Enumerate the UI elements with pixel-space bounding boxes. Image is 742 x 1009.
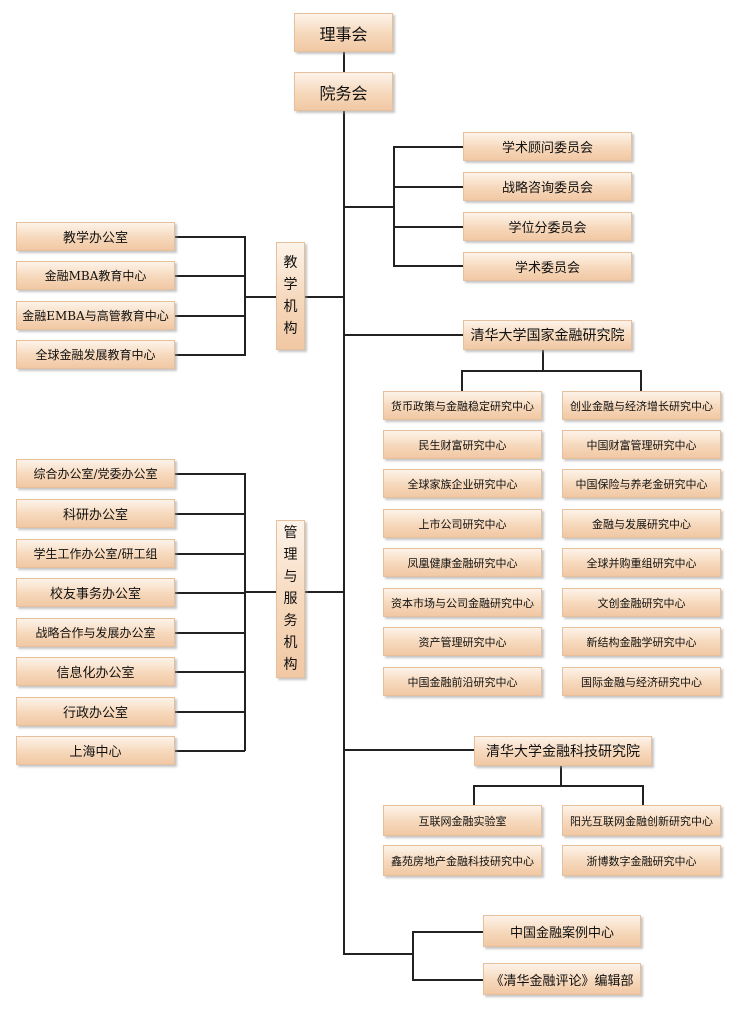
connector-line xyxy=(175,632,245,634)
nifr-center-box: 国际金融与经济研究中心 xyxy=(562,667,721,696)
connector-line xyxy=(343,749,474,751)
connector-line xyxy=(244,473,246,751)
connector-line xyxy=(175,513,245,515)
connector-line xyxy=(393,265,463,267)
teaching-item-box: 全球金融发展教育中心 xyxy=(16,340,175,369)
connector-line xyxy=(175,236,245,238)
trunk-line xyxy=(343,110,345,954)
nifr-center-box: 凤凰健康金融研究中心 xyxy=(383,548,542,577)
connector-line xyxy=(393,226,463,228)
connector-line xyxy=(175,553,245,555)
connector-line xyxy=(244,236,246,356)
management-label-box: 管理与服务机构 xyxy=(276,520,305,678)
connector-line xyxy=(175,750,245,752)
connector-line xyxy=(175,592,245,594)
connector-line xyxy=(412,931,414,981)
connector-line xyxy=(473,785,475,805)
nifr-center-box: 中国金融前沿研究中心 xyxy=(383,667,542,696)
connector-line xyxy=(393,146,463,148)
management-item-box: 行政办公室 xyxy=(16,697,175,726)
nifr-center-box: 新结构金融学研究中心 xyxy=(562,627,721,656)
teaching-item-box: 教学办公室 xyxy=(16,222,175,251)
nifr-center-box: 金融与发展研究中心 xyxy=(562,509,721,538)
connector-line xyxy=(305,296,345,298)
connector-line xyxy=(244,296,276,298)
connector-line xyxy=(640,370,642,391)
connector-line xyxy=(175,354,245,356)
connector-line xyxy=(560,766,562,786)
management-item-box: 战略合作与发展办公室 xyxy=(16,618,175,647)
connector-line xyxy=(642,785,644,805)
nifr-center-box: 创业金融与经济增长研究中心 xyxy=(562,391,721,420)
connector-line xyxy=(343,206,394,208)
connector-line xyxy=(393,146,395,267)
connector-line xyxy=(542,350,544,371)
connector-line xyxy=(343,52,345,72)
connector-line xyxy=(343,334,463,336)
management-item-box: 上海中心 xyxy=(16,736,175,765)
connector-line xyxy=(412,931,483,933)
committee-box: 战略咨询委员会 xyxy=(463,172,632,201)
case-center-box: 中国金融案例中心 xyxy=(483,915,641,947)
connector-line xyxy=(461,370,463,391)
nifr-center-box: 文创金融研究中心 xyxy=(562,588,721,617)
nifr-center-box: 民生财富研究中心 xyxy=(383,430,542,459)
connector-line xyxy=(175,671,245,673)
connector-line xyxy=(175,473,245,475)
management-item-box: 校友事务办公室 xyxy=(16,578,175,607)
connector-line xyxy=(175,711,245,713)
nifr-center-box: 上市公司研究中心 xyxy=(383,509,542,538)
connector-line xyxy=(473,785,643,787)
fintech-center-box: 互联网金融实验室 xyxy=(383,805,542,836)
connector-line xyxy=(343,953,413,955)
fintech-center-box: 浙博数字金融研究中心 xyxy=(562,845,721,876)
nifr-center-box: 中国保险与养老金研究中心 xyxy=(562,469,721,498)
connector-line xyxy=(175,315,245,317)
connector-line xyxy=(393,186,463,188)
nifr-title-box: 清华大学国家金融研究院 xyxy=(463,320,632,350)
nifr-center-box: 资产管理研究中心 xyxy=(383,627,542,656)
nifr-center-box: 中国财富管理研究中心 xyxy=(562,430,721,459)
nifr-center-box: 全球家族企业研究中心 xyxy=(383,469,542,498)
fintech-title-box: 清华大学金融科技研究院 xyxy=(474,736,652,766)
teaching-label-box: 教学机构 xyxy=(276,242,305,350)
nifr-center-box: 资本市场与公司金融研究中心 xyxy=(383,588,542,617)
committee-box: 学位分委员会 xyxy=(463,212,632,241)
connector-line xyxy=(175,275,245,277)
fintech-center-box: 阳光互联网金融创新研究中心 xyxy=(562,805,721,836)
connector-line xyxy=(412,979,483,981)
connector-line xyxy=(461,370,641,372)
management-item-box: 科研办公室 xyxy=(16,499,175,528)
board-box: 理事会 xyxy=(294,13,393,52)
connector-line xyxy=(305,591,345,593)
teaching-item-box: 金融MBA教育中心 xyxy=(16,261,175,290)
management-item-box: 信息化办公室 xyxy=(16,657,175,686)
nifr-center-box: 全球并购重组研究中心 xyxy=(562,548,721,577)
review-editorial-box: 《清华金融评论》编辑部 xyxy=(483,963,641,995)
fintech-center-box: 鑫苑房地产金融科技研究中心 xyxy=(383,845,542,876)
management-item-box: 学生工作办公室/研工组 xyxy=(16,539,175,568)
nifr-center-box: 货币政策与金融稳定研究中心 xyxy=(383,391,542,420)
committee-box: 学术委员会 xyxy=(463,252,632,281)
committee-box: 学术顾问委员会 xyxy=(463,132,632,161)
council-box: 院务会 xyxy=(294,72,393,111)
management-item-box: 综合办公室/党委办公室 xyxy=(16,459,175,488)
connector-line xyxy=(244,591,276,593)
teaching-item-box: 金融EMBA与高管教育中心 xyxy=(16,301,175,330)
